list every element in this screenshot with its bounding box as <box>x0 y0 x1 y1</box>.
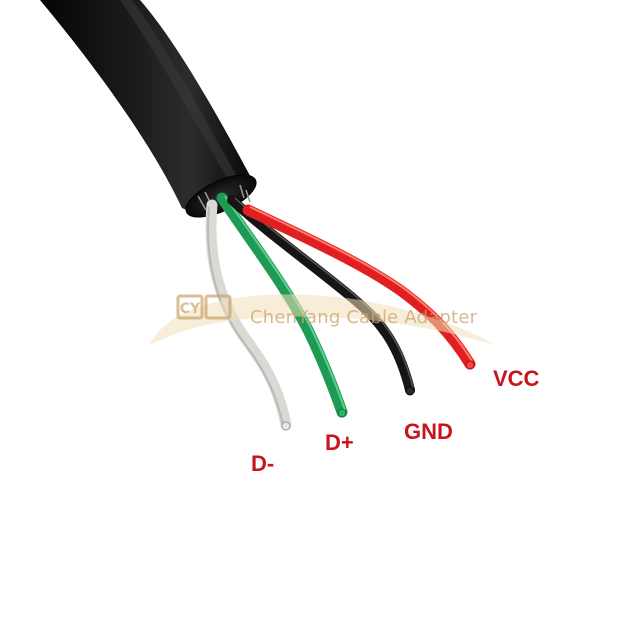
label-d-plus: D+ <box>325 430 354 455</box>
green-wire <box>216 192 348 418</box>
label-vcc: VCC <box>493 366 540 391</box>
watermark-logo-text: CY <box>180 301 201 317</box>
white-wire <box>205 199 292 431</box>
red-wire-tip <box>465 360 475 370</box>
green-wire-highlight <box>224 195 346 411</box>
green-wire-tip <box>337 408 347 418</box>
white-wire-shade <box>206 206 284 426</box>
watermark-swoosh <box>150 294 495 345</box>
cable-jacket <box>40 0 255 213</box>
label-d-minus: D- <box>251 451 275 476</box>
label-gnd: GND <box>404 419 453 444</box>
shield-strands <box>197 184 251 211</box>
watermark-logo: CY <box>176 294 232 320</box>
white-wire-tip <box>281 421 291 431</box>
black-wire-tip <box>405 386 415 396</box>
red-wire <box>242 204 476 370</box>
watermark-text: ChenYang Cable Adapter <box>250 307 478 328</box>
black-wire-highlight <box>234 197 414 389</box>
cable-jacket-highlight <box>120 0 236 180</box>
